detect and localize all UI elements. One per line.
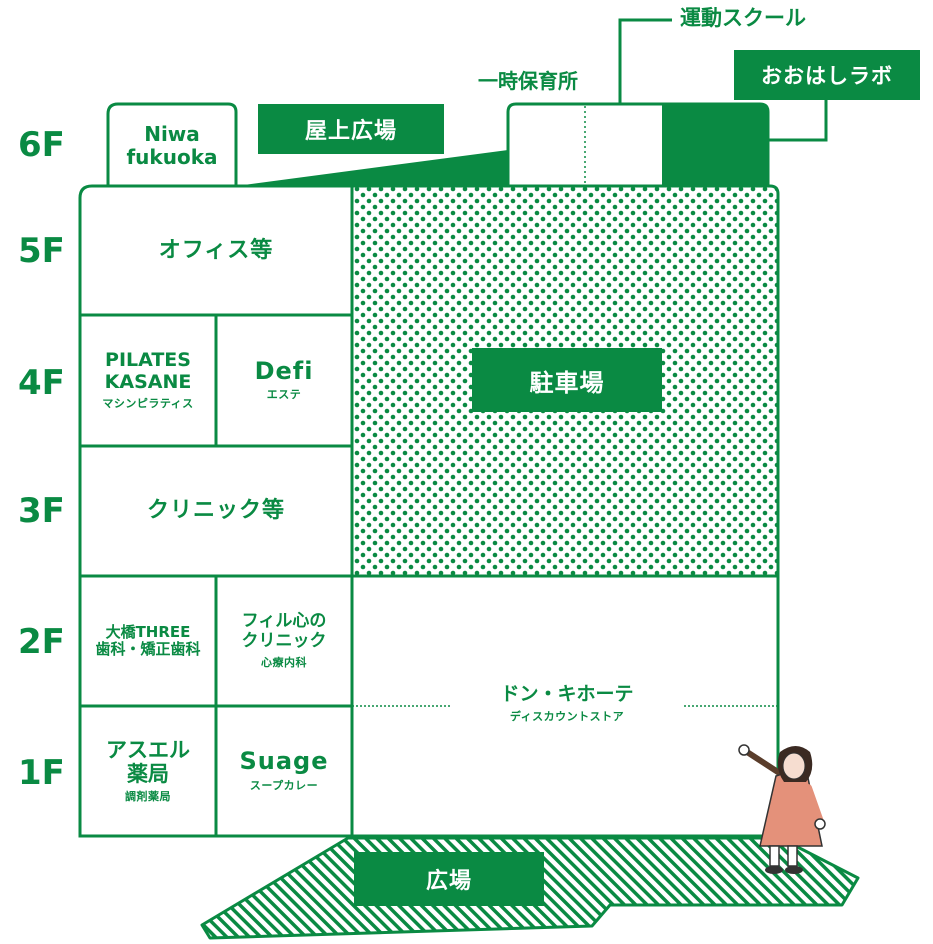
- childcare-label: 一時保育所: [478, 69, 578, 93]
- niwa-line1: Niwa: [144, 122, 200, 146]
- floor-label-3f: 3F: [18, 491, 65, 531]
- floor-label-4f: 4F: [18, 363, 65, 403]
- pilates-line2: KASANE: [104, 370, 192, 393]
- donki-name: ドン・キホーテ: [500, 683, 634, 706]
- rooftop-plaza-badge: 屋上広場: [258, 104, 444, 154]
- defi-sub: エステ: [266, 388, 302, 402]
- clinic-label: クリニック等: [146, 498, 285, 524]
- dental-line1: 大橋THREE: [105, 622, 191, 641]
- office-label: オフィス等: [158, 237, 274, 263]
- lab-badge: おおはしラボ: [734, 50, 920, 100]
- suage-sub: スープカレー: [249, 778, 319, 792]
- floor-label-2f: 2F: [18, 622, 65, 662]
- floor-label-5f: 5F: [18, 231, 65, 271]
- suage-cell: Suage スープカレー: [216, 706, 352, 836]
- pilates-cell: PILATES KASANE マシンピラティス: [80, 315, 216, 446]
- parking-badge: 駐車場: [472, 348, 662, 412]
- niwa-line2: fukuoka: [126, 145, 218, 169]
- pilates-sub: マシンピラティス: [102, 397, 194, 411]
- fil-sub: 心療内科: [261, 655, 307, 669]
- pharmacy-line1: アスエル: [106, 737, 190, 762]
- donki-sub: ディスカウントストア: [509, 709, 625, 723]
- defi-label: Defi: [254, 356, 314, 385]
- clinic-cell: クリニック等: [80, 446, 352, 576]
- dental-line2: 歯科・矯正歯科: [95, 640, 201, 658]
- fil-line1: フィル心の: [241, 611, 327, 632]
- dental-cell: 大橋THREE 歯科・矯正歯科: [80, 576, 216, 706]
- pharmacy-sub: 調剤薬局: [125, 790, 171, 804]
- plaza-badge: 広場: [354, 852, 544, 906]
- person-illustration: [738, 744, 826, 874]
- pharmacy-line2: 薬局: [127, 762, 169, 786]
- defi-cell: Defi エステ: [216, 315, 352, 446]
- office-cell: オフィス等: [80, 186, 352, 315]
- pilates-line1: PILATES: [105, 348, 191, 371]
- pharmacy-cell: アスエル 薬局 調剤薬局: [80, 706, 216, 836]
- floor-label-6f: 6F: [18, 125, 65, 165]
- sports-school-label: 運動スクール: [680, 6, 806, 30]
- donki-label-group: ドン・キホーテ ディスカウントストア: [452, 676, 682, 732]
- niwa-fukuoka: Niwa fukuoka: [108, 106, 236, 186]
- fil-line2: クリニック: [241, 631, 327, 651]
- fil-clinic-cell: フィル心の クリニック 心療内科: [216, 576, 352, 706]
- suage-label: Suage: [239, 747, 329, 776]
- floor-label-1f: 1F: [18, 753, 65, 793]
